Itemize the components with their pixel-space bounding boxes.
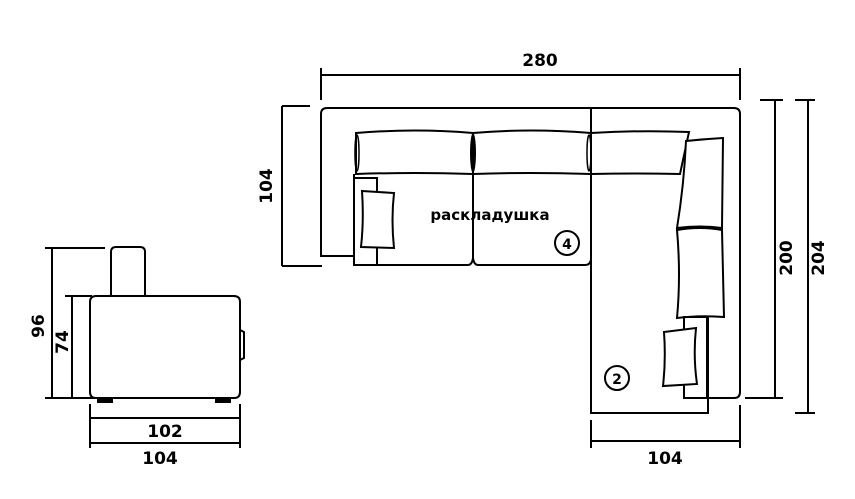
dim-side-height-total: 96 [29, 314, 49, 338]
foot-left [97, 398, 113, 403]
dim-line-102 [89, 404, 241, 448]
sofa-outline [320, 107, 741, 399]
dim-chaise-width: 104 [647, 449, 683, 469]
dim-line-204 [795, 99, 815, 414]
module-number-2: 2 [612, 372, 622, 388]
cushion-seam [354, 134, 360, 172]
dim-left-depth: 104 [257, 168, 277, 204]
dim-line-104-left [281, 105, 322, 267]
dim-line-280 [320, 68, 741, 100]
module-circle-2 [604, 365, 630, 391]
plan-view: раскладушка 4 2 [320, 107, 741, 414]
module-number-4: 4 [562, 237, 572, 253]
side-backrest [110, 246, 146, 296]
module-circle-4 [554, 230, 580, 256]
back-cushion-1 [355, 129, 474, 176]
side-view: 96 74 102 104 [29, 246, 245, 469]
side-bulge [239, 329, 245, 361]
dim-line-104-chaise [590, 405, 741, 448]
dim-right-inner: 200 [777, 240, 797, 276]
dim-side-height-seat: 74 [53, 330, 73, 354]
dim-line-74 [65, 295, 92, 398]
cushion-seam [470, 133, 476, 173]
dim-line-96 [45, 247, 105, 399]
dim-right-outer: 204 [809, 240, 829, 276]
back-cushion-4 [675, 136, 725, 230]
back-cushion-2 [472, 129, 592, 176]
plan-dimensions: 280 104 200 204 104 [257, 51, 829, 469]
foldout-label: раскладушка [430, 206, 549, 224]
foot-right [215, 398, 231, 403]
pillow-left [359, 189, 396, 250]
dim-line-200 [745, 99, 783, 399]
dim-side-depth-inner: 102 [147, 422, 183, 442]
pillow-right [661, 326, 699, 388]
dim-side-depth-outer: 104 [142, 449, 178, 469]
side-body [89, 295, 241, 399]
seat-cushion-middle [472, 257, 592, 266]
back-cushion-3 [590, 130, 691, 176]
back-cushion-5 [675, 227, 726, 320]
cushion-seam [586, 134, 592, 172]
dim-top-width: 280 [522, 51, 558, 71]
